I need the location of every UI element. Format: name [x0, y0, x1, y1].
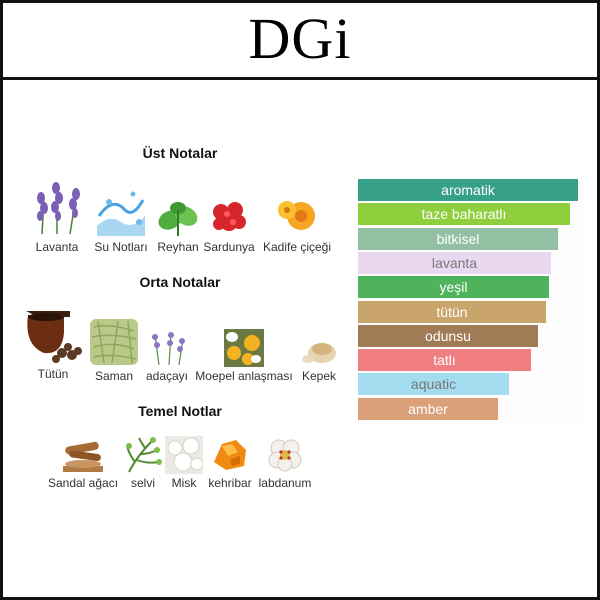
- note-lavender[interactable]: Lavanta: [25, 176, 89, 254]
- top-notes-title: Üst Notalar: [142, 145, 218, 161]
- note-label: Kadife çiçeği: [262, 240, 332, 254]
- note-musk[interactable]: Misk: [164, 436, 204, 490]
- accord-bar[interactable]: odunsu: [358, 325, 538, 347]
- accord-label: bitkisel: [436, 231, 480, 247]
- note-amber[interactable]: kehribar: [204, 436, 256, 490]
- basil-icon: [158, 202, 198, 236]
- accord-bar[interactable]: tatlı: [358, 349, 531, 371]
- geranium-icon: [213, 202, 246, 231]
- note-label: selvi: [130, 476, 155, 490]
- note-label: kehribar: [208, 476, 252, 490]
- brand-header: DGi: [0, 0, 600, 80]
- accord-bar[interactable]: lavanta: [358, 252, 551, 274]
- middle-notes-title: Orta Notalar: [139, 274, 221, 290]
- lavender-icon: [37, 182, 80, 235]
- note-label: Misk: [171, 476, 197, 490]
- note-label: Reyhan: [157, 240, 199, 254]
- accord-bar[interactable]: bitkisel: [358, 228, 558, 250]
- water-splash-icon: [97, 191, 145, 236]
- note-marigold[interactable]: Kadife çiçeği: [258, 196, 336, 254]
- hay-icon: [90, 319, 138, 365]
- note-labdanum[interactable]: labdanum: [256, 436, 314, 490]
- note-label: adaçayı: [145, 369, 189, 383]
- note-water[interactable]: Su Notları: [89, 186, 153, 254]
- accord-label: yeşil: [439, 279, 468, 295]
- note-label: Su Notları: [94, 240, 148, 254]
- note-tobacco[interactable]: Tütün: [20, 305, 86, 381]
- bran-icon: [302, 343, 336, 363]
- musk-icon: [165, 436, 203, 474]
- sage-icon: [152, 332, 185, 366]
- note-label: Sardunya: [203, 240, 255, 254]
- accord-label: aquatic: [410, 376, 457, 392]
- note-label: Sandal ağacı: [47, 476, 119, 490]
- accord-label: amber: [408, 401, 448, 417]
- accord-bar[interactable]: taze baharatlı: [358, 203, 570, 225]
- note-hay[interactable]: Saman: [86, 315, 142, 383]
- note-sandalwood[interactable]: Sandal ağacı: [44, 436, 122, 490]
- accord-bar[interactable]: aquatic: [358, 373, 509, 395]
- note-label: Lavanta: [35, 240, 79, 254]
- note-maple-fruit[interactable]: Moepel anlaşması: [192, 329, 296, 383]
- amber-resin-icon: [214, 440, 246, 470]
- note-label: labdanum: [258, 476, 312, 490]
- note-geranium[interactable]: Sardunya: [200, 196, 258, 254]
- brand-logo[interactable]: DGi: [248, 6, 352, 71]
- note-cypress[interactable]: selvi: [122, 436, 164, 490]
- sandalwood-icon: [63, 441, 103, 472]
- labdanum-flower-icon: [268, 439, 302, 472]
- note-label: Tütün: [37, 367, 69, 381]
- marigold-icon: [278, 201, 315, 230]
- note-label: Kepek: [301, 369, 337, 383]
- accord-bar[interactable]: yeşil: [358, 276, 549, 298]
- note-label: Moepel anlaşması: [195, 369, 293, 383]
- cypress-icon: [126, 437, 162, 473]
- note-sage[interactable]: adaçayı: [142, 329, 192, 383]
- accord-bar[interactable]: amber: [358, 398, 498, 420]
- accord-bar[interactable]: aromatik: [358, 179, 578, 201]
- accord-label: tatlı: [433, 352, 456, 368]
- accord-label: taze baharatlı: [421, 206, 507, 222]
- accord-bar[interactable]: tütün: [358, 301, 546, 323]
- accord-label: odunsu: [425, 328, 471, 344]
- base-notes-title: Temel Notlar: [138, 403, 222, 419]
- note-basil[interactable]: Reyhan: [150, 196, 206, 254]
- accord-label: aromatik: [441, 182, 495, 198]
- main-accords-panel: aromatik taze baharatlı bitkisel lavanta yeş…: [358, 179, 584, 425]
- tobacco-pipe-icon: [26, 311, 82, 363]
- accord-label: tütün: [436, 304, 468, 320]
- note-label: Saman: [94, 369, 134, 383]
- maple-fruit-icon: [224, 329, 264, 367]
- accord-label: lavanta: [431, 255, 478, 271]
- note-bran[interactable]: Kepek: [298, 329, 340, 383]
